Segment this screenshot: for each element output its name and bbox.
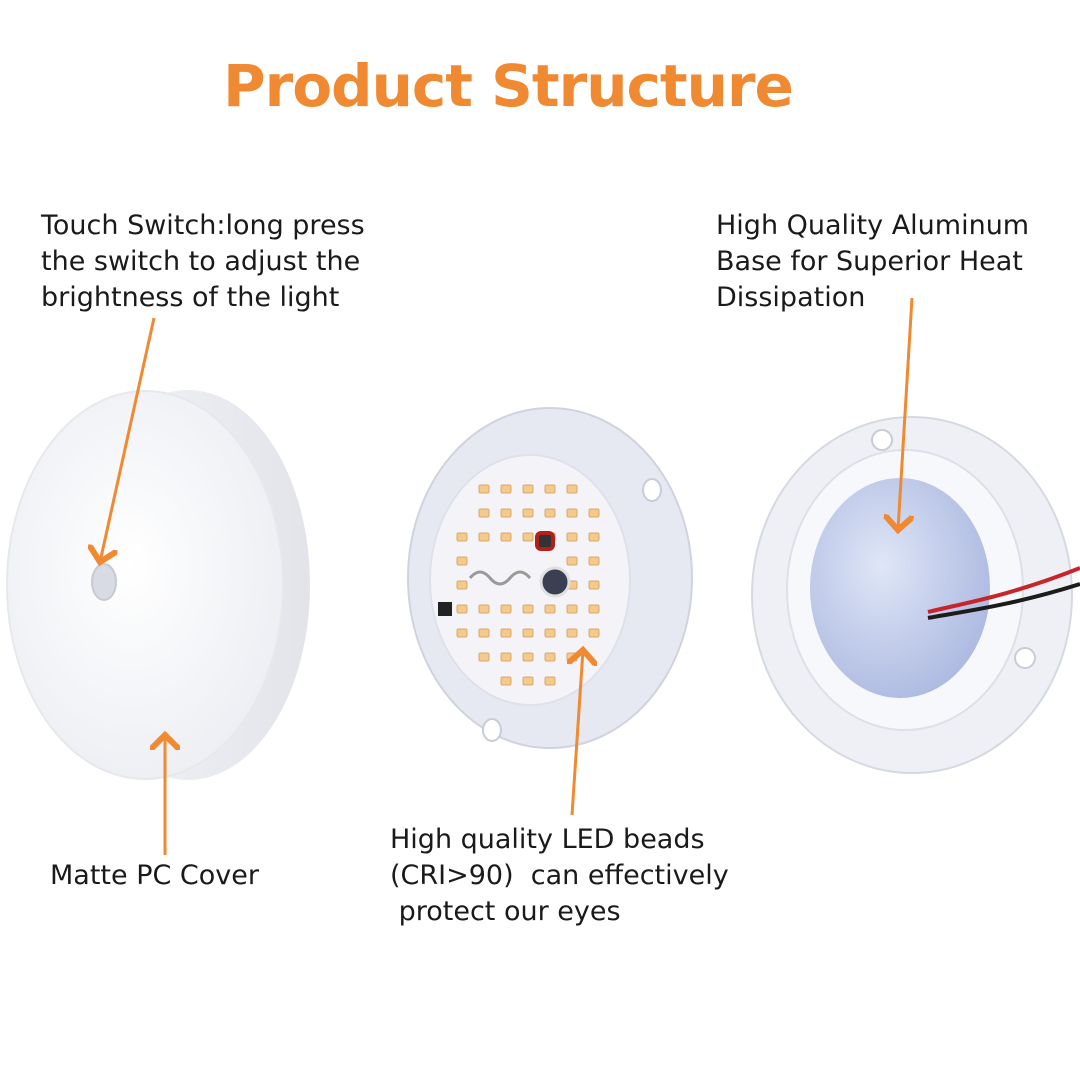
led-bead xyxy=(456,532,468,542)
aluminum-base-arrow xyxy=(898,297,912,530)
pc-cover-disc xyxy=(6,390,310,780)
mount-hole xyxy=(482,718,502,742)
board-capacitor xyxy=(539,566,571,598)
led-bead xyxy=(522,532,534,542)
touch-switch-label: Touch Switch:long press the switch to ad… xyxy=(41,210,365,313)
touch-switch-hole xyxy=(91,563,117,601)
power-wire-red xyxy=(927,566,1080,614)
touch-switch-arrow xyxy=(100,317,156,562)
led-bead xyxy=(566,556,578,566)
aluminum-base-label: High Quality Aluminum Base for Superior … xyxy=(716,210,1030,313)
led-bead xyxy=(544,508,556,518)
led-bead xyxy=(566,508,578,518)
led-bead xyxy=(588,628,600,638)
led-beads-label: High quality LED beads (CRI>90) can effe… xyxy=(390,824,729,927)
led-bead xyxy=(522,484,534,494)
led-bead xyxy=(588,532,600,542)
led-bead xyxy=(544,652,556,662)
heat-sink-disc xyxy=(810,478,990,698)
led-beads-arrow xyxy=(572,650,583,816)
led-bead xyxy=(456,604,468,614)
led-bead xyxy=(566,652,578,662)
led-bead xyxy=(456,628,468,638)
led-bead xyxy=(544,604,556,614)
led-bead xyxy=(500,676,512,686)
led-bead xyxy=(456,556,468,566)
led-bead xyxy=(566,604,578,614)
led-board xyxy=(407,407,693,749)
led-bead xyxy=(478,508,490,518)
led-bead xyxy=(500,484,512,494)
led-bead xyxy=(478,532,490,542)
led-bead xyxy=(500,508,512,518)
board-component xyxy=(535,531,555,551)
led-bead xyxy=(500,532,512,542)
page-title: Product Structure xyxy=(223,52,794,120)
led-bead xyxy=(522,628,534,638)
led-bead xyxy=(544,628,556,638)
power-wire-black xyxy=(927,582,1080,620)
led-bead xyxy=(500,652,512,662)
led-bead xyxy=(478,652,490,662)
led-bead xyxy=(522,676,534,686)
led-bead xyxy=(588,508,600,518)
mount-hole xyxy=(642,478,662,502)
led-bead xyxy=(522,508,534,518)
led-bead xyxy=(588,604,600,614)
led-bead xyxy=(456,580,468,590)
aluminum-base xyxy=(751,416,1080,774)
pc-cover-label: Matte PC Cover xyxy=(50,860,259,891)
led-bead xyxy=(588,556,600,566)
led-bead xyxy=(544,676,556,686)
led-bead xyxy=(500,604,512,614)
led-bead xyxy=(566,628,578,638)
led-bead xyxy=(566,532,578,542)
mount-hole xyxy=(1014,647,1036,669)
led-bead xyxy=(478,628,490,638)
led-bead xyxy=(500,628,512,638)
led-bead xyxy=(478,604,490,614)
led-bead xyxy=(478,484,490,494)
board-inductor xyxy=(468,570,532,586)
led-bead xyxy=(588,580,600,590)
board-chip xyxy=(438,602,452,616)
led-bead xyxy=(566,484,578,494)
led-bead-grid xyxy=(456,484,600,686)
led-bead xyxy=(522,652,534,662)
led-bead xyxy=(522,604,534,614)
led-bead xyxy=(544,484,556,494)
mount-hole xyxy=(871,429,893,451)
